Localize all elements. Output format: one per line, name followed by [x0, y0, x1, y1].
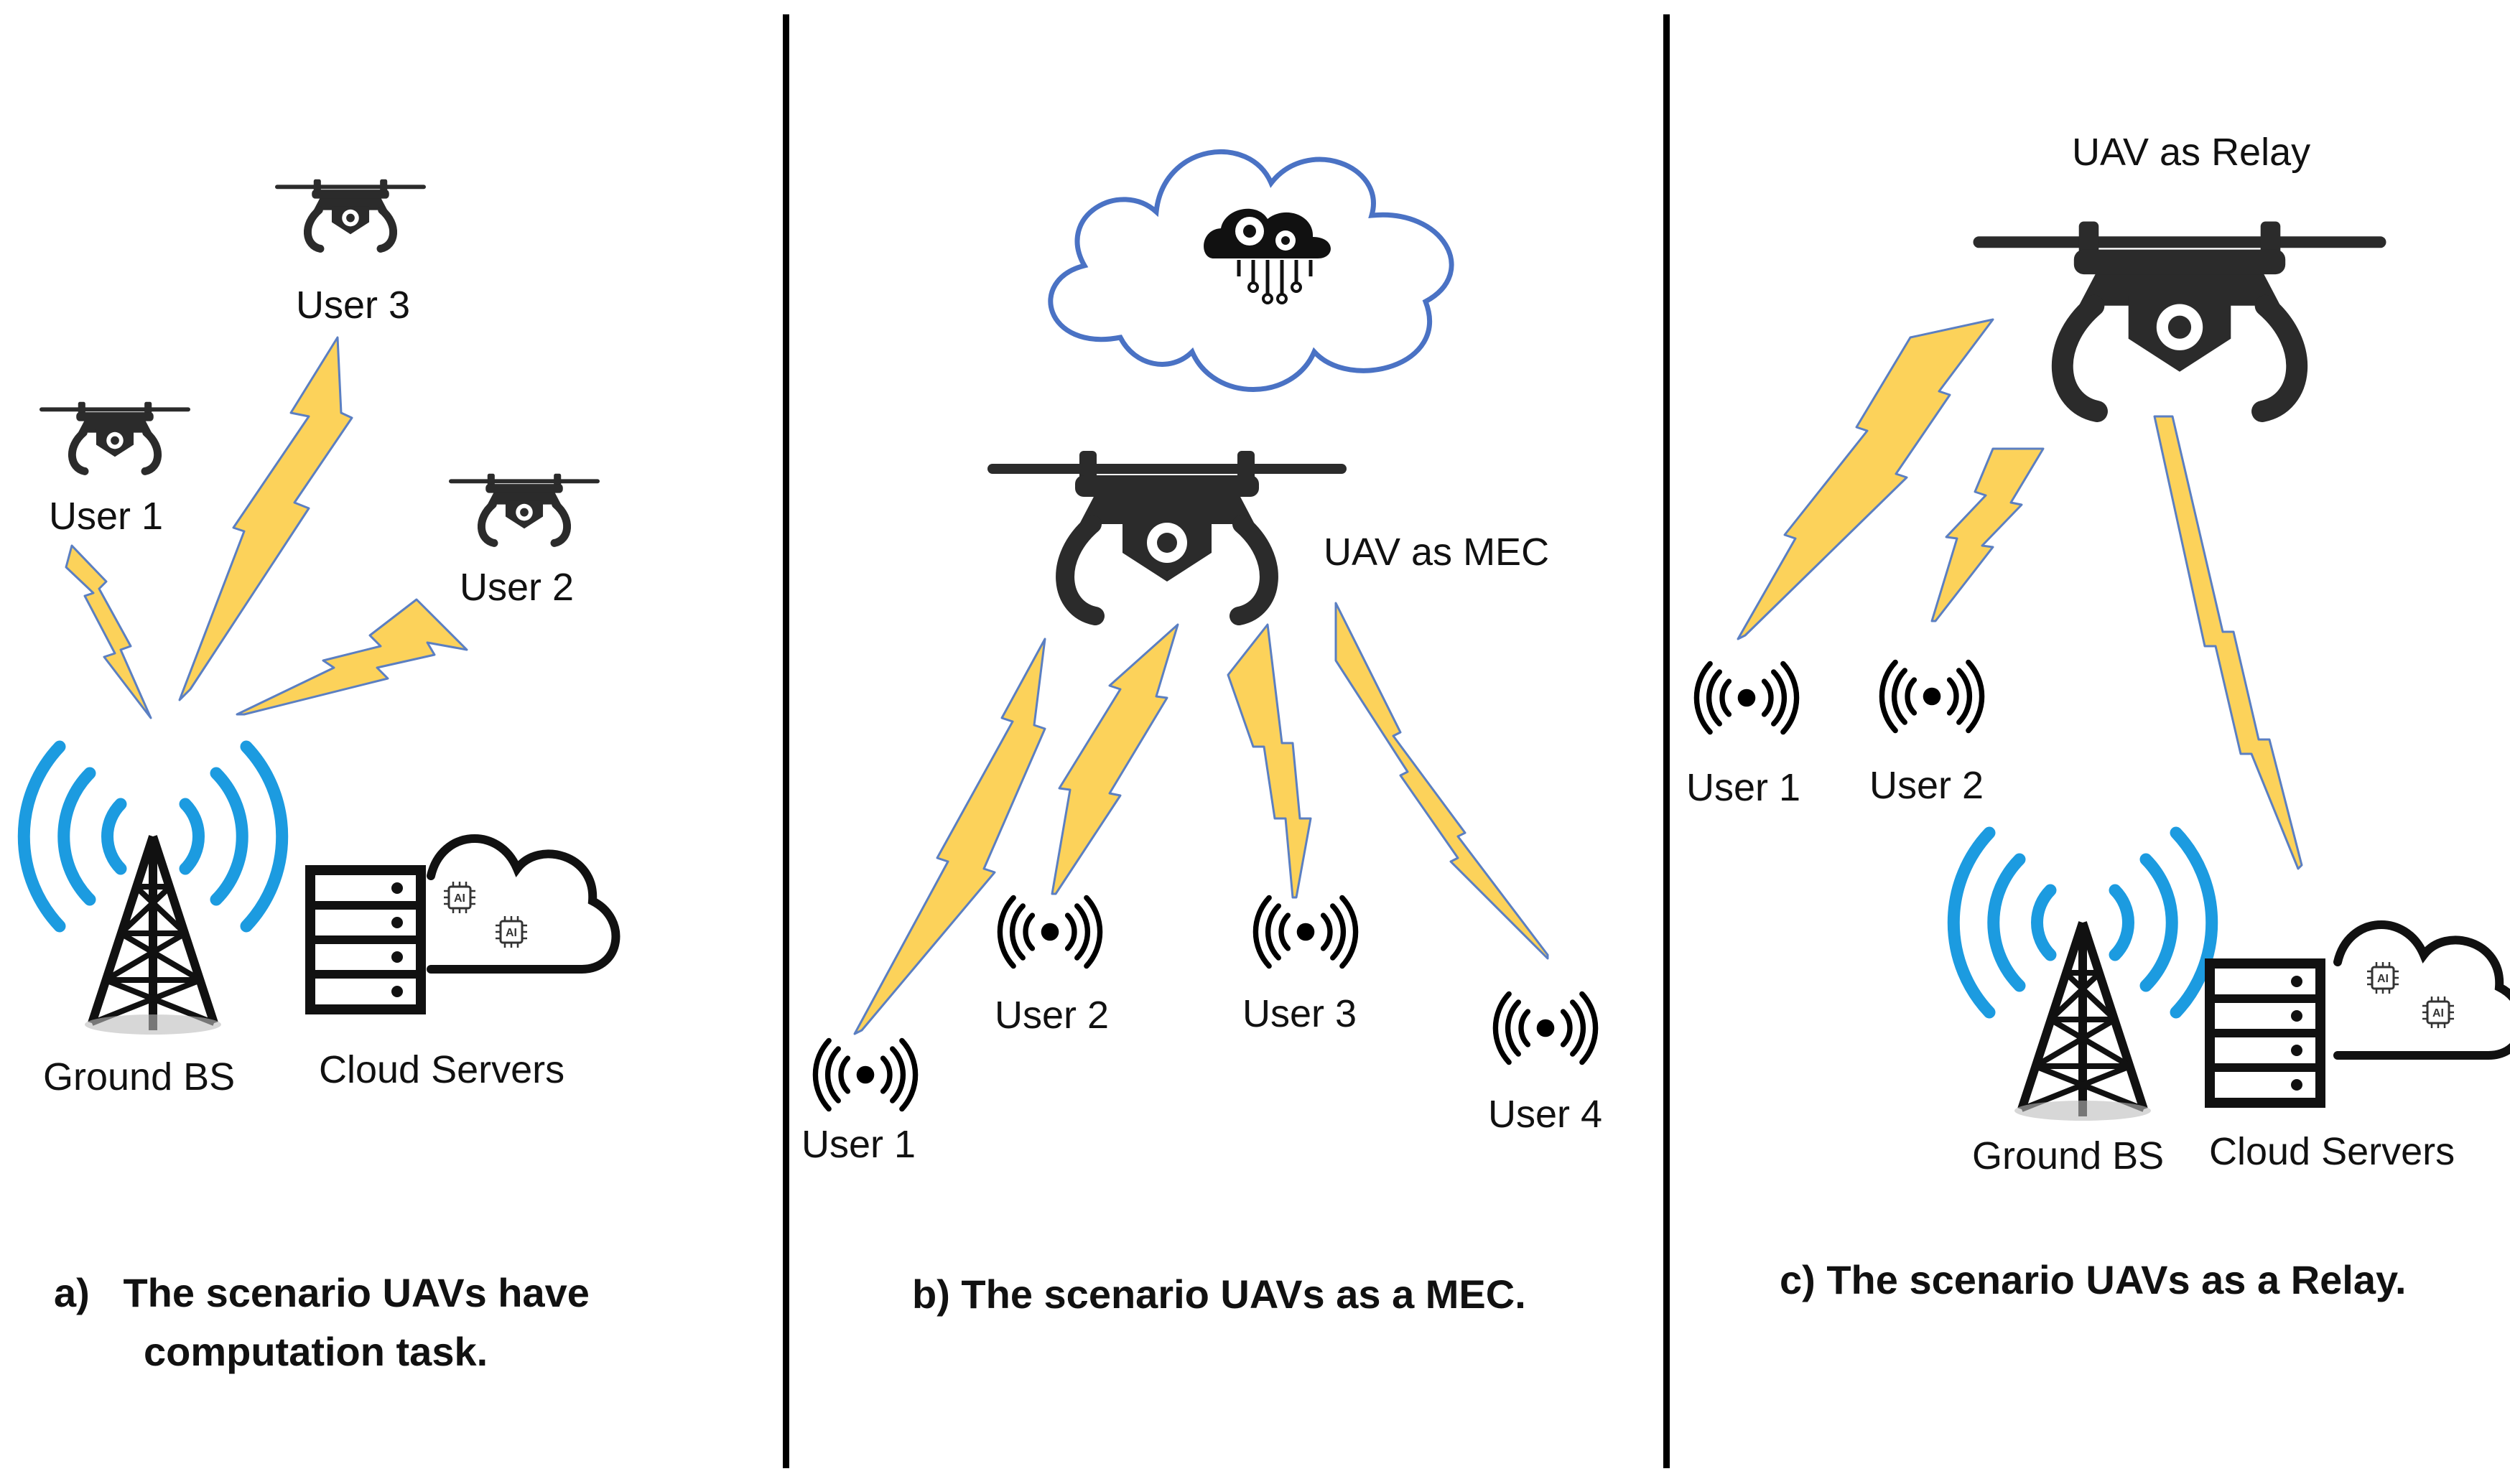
caption-b: b) The scenario UAVs as a MEC. [912, 1271, 1526, 1317]
user-1-label: User 1 [801, 1123, 916, 1166]
user-2-label: User 2 [995, 994, 1109, 1037]
panel-a: User 1 User 3 User 2 AI AI Ground BS Clo… [24, 179, 615, 1374]
panel-divider-left [783, 14, 789, 1468]
panel-c: UAV as Relay User 1 User 2 AI AI Ground … [1686, 131, 2510, 1302]
lightning-icon [178, 336, 353, 701]
wireless-signal-icon [1000, 897, 1100, 966]
ground-bs-label: Ground BS [43, 1055, 235, 1098]
server-rack-icon [2205, 958, 2325, 1108]
drone-icon [449, 474, 600, 543]
wireless-signal-icon [1255, 897, 1355, 966]
cloud-servers-label: Cloud Servers [2209, 1130, 2455, 1173]
caption-a-line1: a) The scenario UAVs have [54, 1270, 590, 1315]
drone-icon [39, 402, 190, 472]
wireless-signal-icon [1495, 994, 1595, 1062]
panel-b: UAV as MEC User 1 User 2 User 3 User 4 b… [801, 149, 1602, 1317]
cloud-servers-label: Cloud Servers [319, 1048, 564, 1091]
lightning-icon [236, 598, 468, 716]
ai-chip-text: AI [454, 892, 465, 905]
tower-icon [24, 747, 282, 1035]
lightning-icon [1737, 318, 1994, 640]
tower-icon [1953, 833, 2211, 1121]
user-1-label: User 1 [1686, 766, 1800, 809]
ai-chip-icon: AI [2421, 995, 2455, 1030]
user-2-label: User 2 [460, 566, 574, 609]
wireless-signal-icon [1882, 662, 1981, 730]
lightning-icon [853, 638, 1046, 1035]
lightning-icon [1334, 602, 1549, 960]
server-rack-icon [305, 865, 426, 1014]
uav-as-mec-label: UAV as MEC [1324, 531, 1549, 574]
drone-icon [275, 179, 426, 249]
lightning-icon [65, 544, 152, 719]
drone-icon [1974, 222, 2386, 412]
ai-chip-text: AI [2432, 1007, 2444, 1019]
ai-chip-text: AI [506, 927, 517, 939]
user-1-label: User 1 [49, 495, 163, 538]
wireless-signal-icon [815, 1040, 915, 1109]
lightning-icon [1227, 623, 1312, 899]
ai-chip-icon: AI [2366, 961, 2400, 995]
drone-icon [987, 451, 1347, 616]
panel-divider-right [1663, 14, 1670, 1468]
cloud-icon [2338, 925, 2510, 1055]
caption-a-line2: computation task. [144, 1329, 488, 1374]
ground-bs-label: Ground BS [1972, 1134, 2164, 1177]
lightning-icon [1051, 623, 1179, 895]
uav-as-relay-label: UAV as Relay [2072, 131, 2310, 174]
ai-chip-text: AI [2377, 973, 2389, 985]
ai-chip-icon: AI [442, 880, 477, 915]
cloud-icon [1048, 149, 1454, 392]
cloud-gears-icon [1204, 208, 1331, 304]
user-2-label: User 2 [1869, 764, 1984, 807]
user-3-label: User 3 [296, 284, 410, 327]
lightning-icon [2153, 415, 2303, 870]
lightning-icon [1930, 447, 2045, 622]
wireless-signal-icon [1696, 663, 1796, 732]
user-4-label: User 4 [1488, 1093, 1602, 1136]
ai-chip-icon: AI [494, 915, 529, 949]
user-3-label: User 3 [1242, 992, 1357, 1035]
caption-c: c) The scenario UAVs as a Relay. [1780, 1257, 2407, 1302]
